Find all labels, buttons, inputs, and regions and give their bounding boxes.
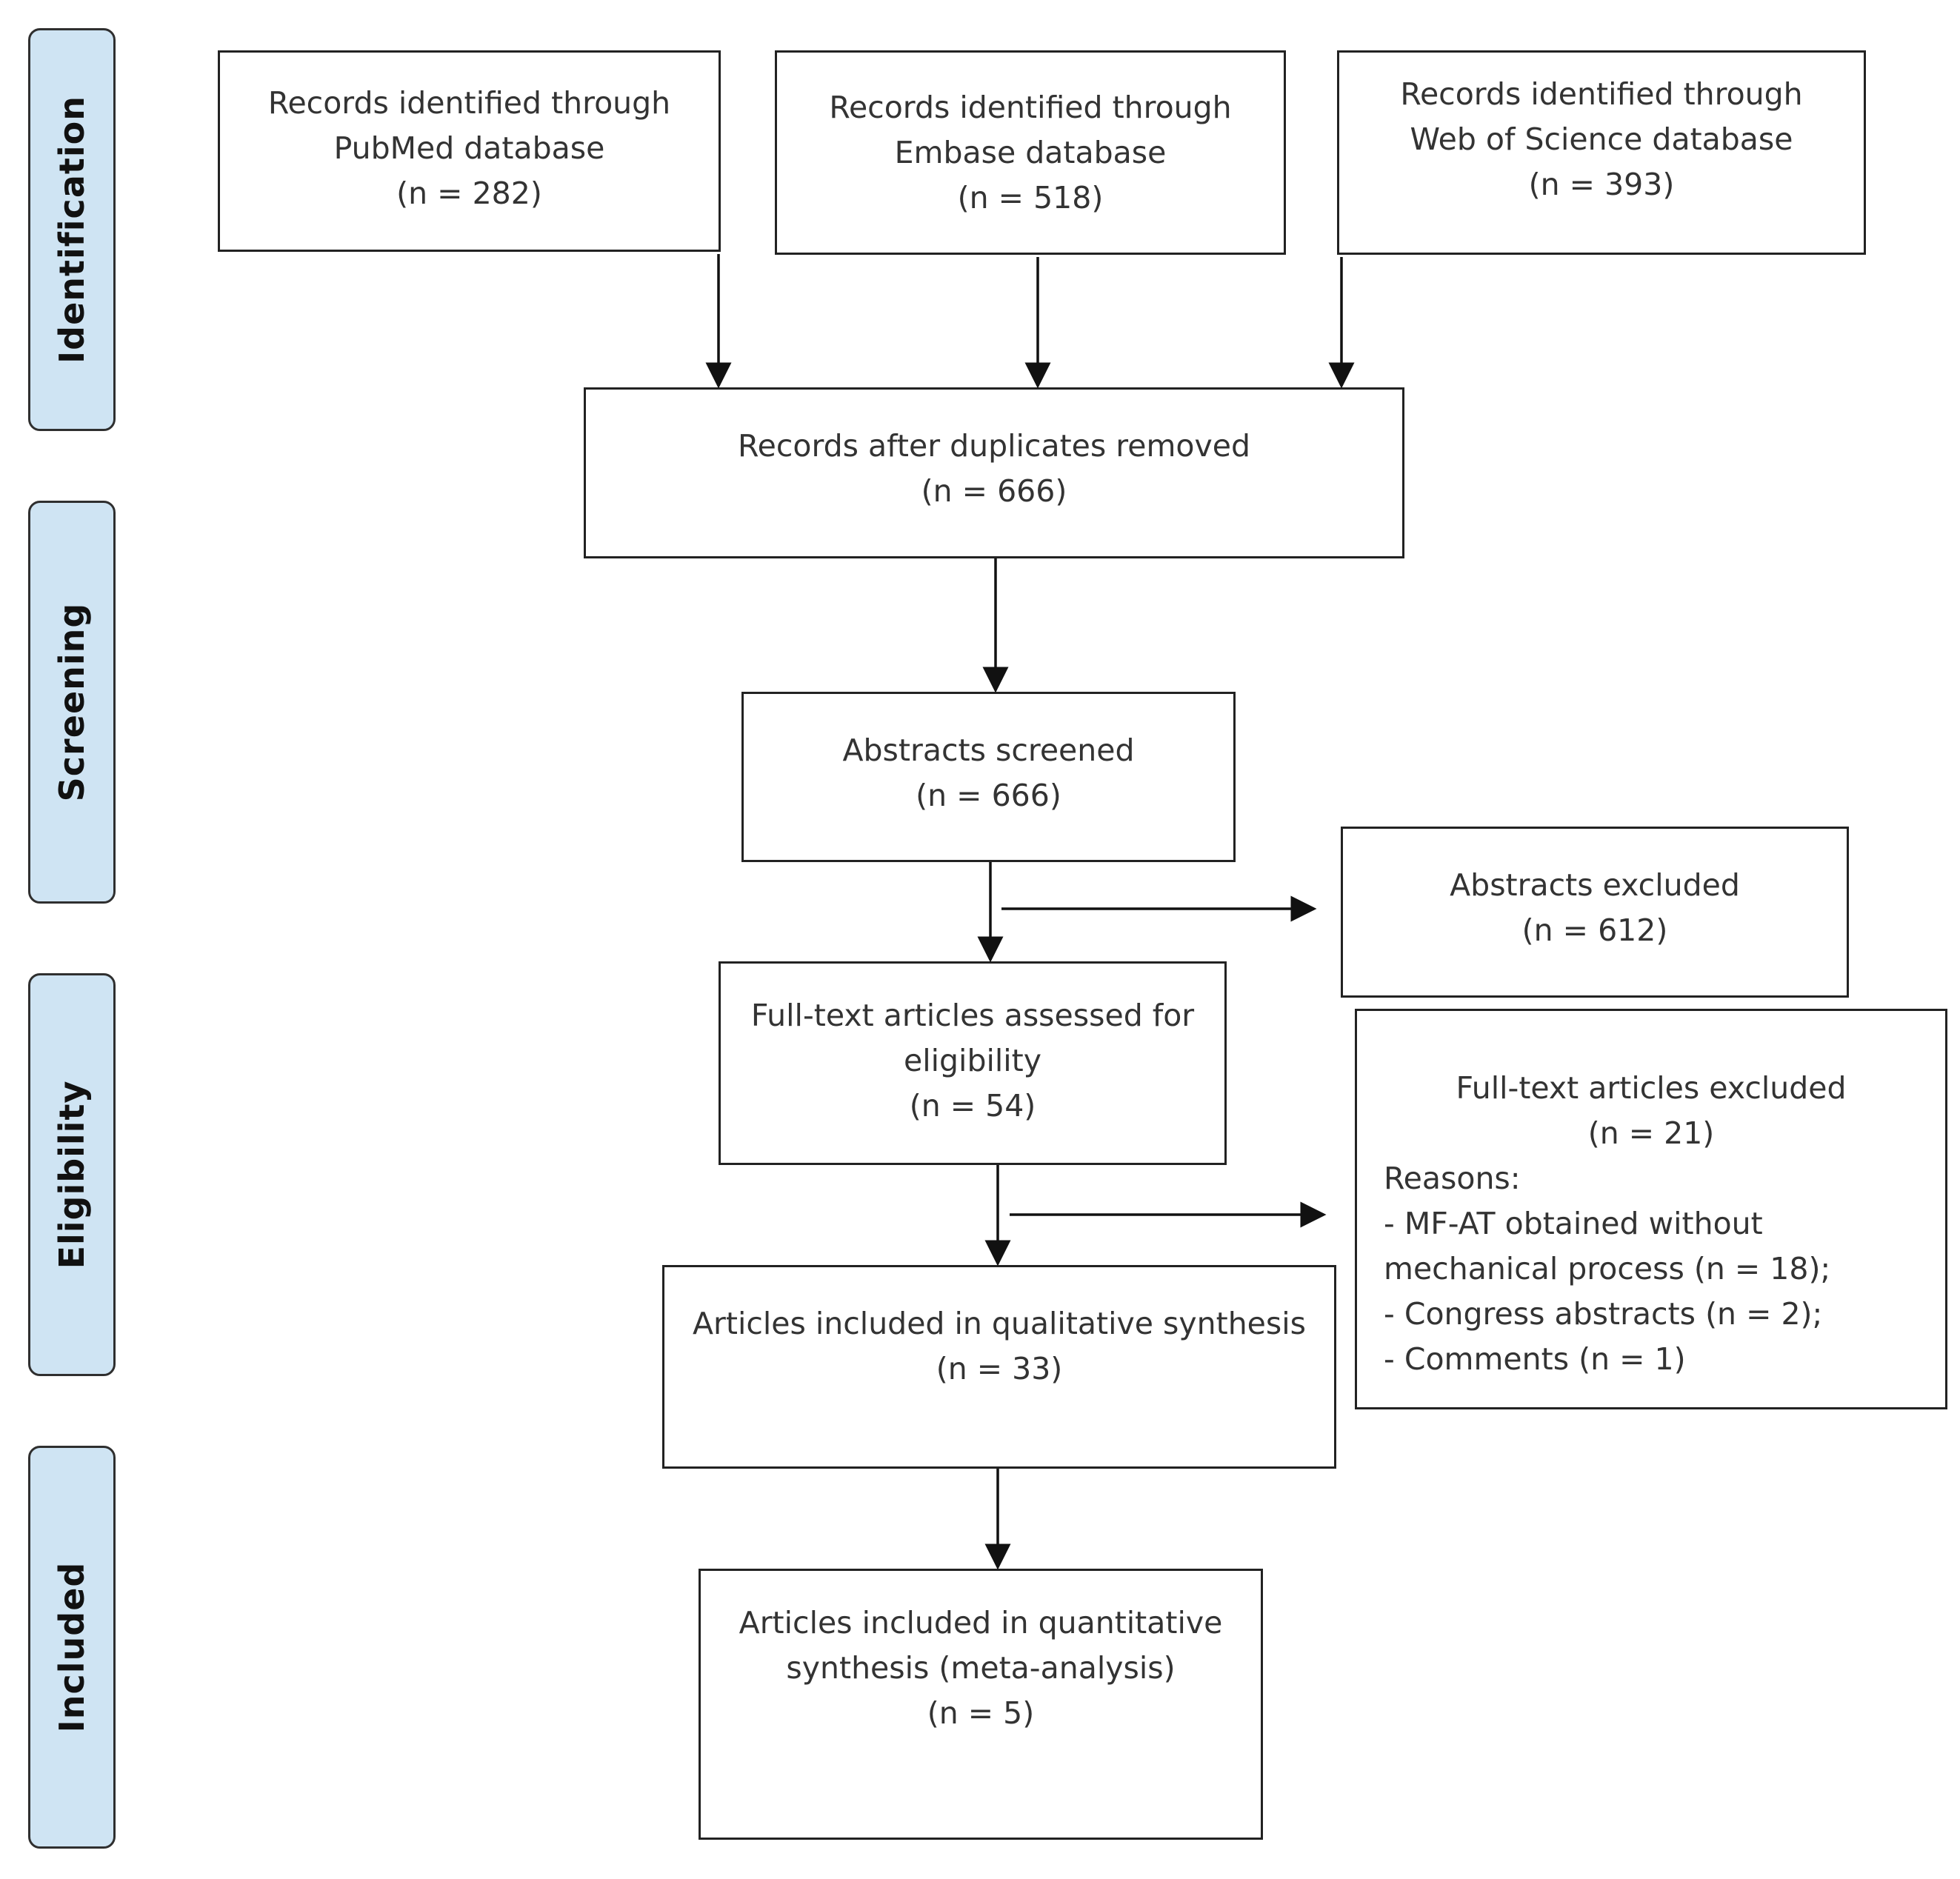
fulltext-assessed-count: (n = 54) (909, 1088, 1036, 1124)
pubmed-records-box: Records identified through PubMed databa… (218, 50, 721, 252)
reasons-label: Reasons: (1384, 1161, 1521, 1196)
embase-count: (n = 518) (957, 180, 1104, 216)
phase-screening: Screening (28, 501, 116, 904)
fulltext-excluded-text: Full-text articles excluded (1456, 1070, 1847, 1106)
abstracts-excluded-count: (n = 612) (1521, 912, 1668, 948)
wos-line1: Records identified through (1400, 76, 1803, 112)
exclusion-reasons-list: Reasons: - MF-AT obtained without mechan… (1357, 1156, 1945, 1382)
duplicates-removed-count: (n = 666) (921, 473, 1067, 509)
phase-identification: Identification (28, 28, 116, 431)
wos-count: (n = 393) (1528, 167, 1675, 202)
reason-item: - Congress abstracts (n = 2); (1384, 1296, 1823, 1332)
duplicates-removed-box: Records after duplicates removed (n = 66… (584, 387, 1404, 558)
embase-line2: Embase database (894, 135, 1167, 170)
abstracts-screened-text: Abstracts screened (842, 732, 1135, 768)
reason-item: mechanical process (n = 18); (1384, 1251, 1831, 1286)
pubmed-line2: PubMed database (333, 130, 605, 166)
wos-records-box: Records identified through Web of Scienc… (1337, 50, 1866, 255)
fulltext-assessed-line2: eligibility (904, 1043, 1041, 1078)
embase-line1: Records identified through (829, 90, 1232, 125)
fulltext-excluded-count: (n = 21) (1587, 1115, 1715, 1151)
abstracts-excluded-box: Abstracts excluded (n = 612) (1341, 827, 1849, 998)
abstracts-screened-box: Abstracts screened (n = 666) (741, 692, 1236, 862)
quantitative-synthesis-count: (n = 5) (927, 1695, 1035, 1731)
abstracts-excluded-text: Abstracts excluded (1450, 867, 1740, 903)
fulltext-assessed-box: Full-text articles assessed for eligibil… (719, 961, 1227, 1165)
pubmed-line1: Records identified through (267, 85, 671, 121)
qualitative-synthesis-text: Articles included in qualitative synthes… (692, 1306, 1307, 1341)
reason-item: - MF-AT obtained without (1384, 1206, 1763, 1241)
wos-line2: Web of Science database (1410, 121, 1793, 157)
phase-included: Included (28, 1446, 116, 1849)
phase-eligibility: Eligibility (28, 973, 116, 1376)
reason-item: - Comments (n = 1) (1384, 1341, 1686, 1377)
qualitative-synthesis-box: Articles included in qualitative synthes… (662, 1265, 1336, 1469)
fulltext-assessed-line1: Full-text articles assessed for (750, 998, 1195, 1033)
duplicates-removed-text: Records after duplicates removed (738, 428, 1250, 464)
quantitative-synthesis-line1: Articles included in quantitative (739, 1605, 1223, 1641)
fulltext-excluded-box: Full-text articles excluded (n = 21) Rea… (1355, 1009, 1947, 1409)
quantitative-synthesis-box: Articles included in quantitative synthe… (699, 1569, 1263, 1840)
pubmed-count: (n = 282) (396, 176, 542, 211)
embase-records-box: Records identified through Embase databa… (775, 50, 1286, 255)
quantitative-synthesis-line2: synthesis (meta-analysis) (786, 1650, 1176, 1686)
abstracts-screened-count: (n = 666) (916, 778, 1061, 813)
qualitative-synthesis-count: (n = 33) (936, 1351, 1063, 1386)
